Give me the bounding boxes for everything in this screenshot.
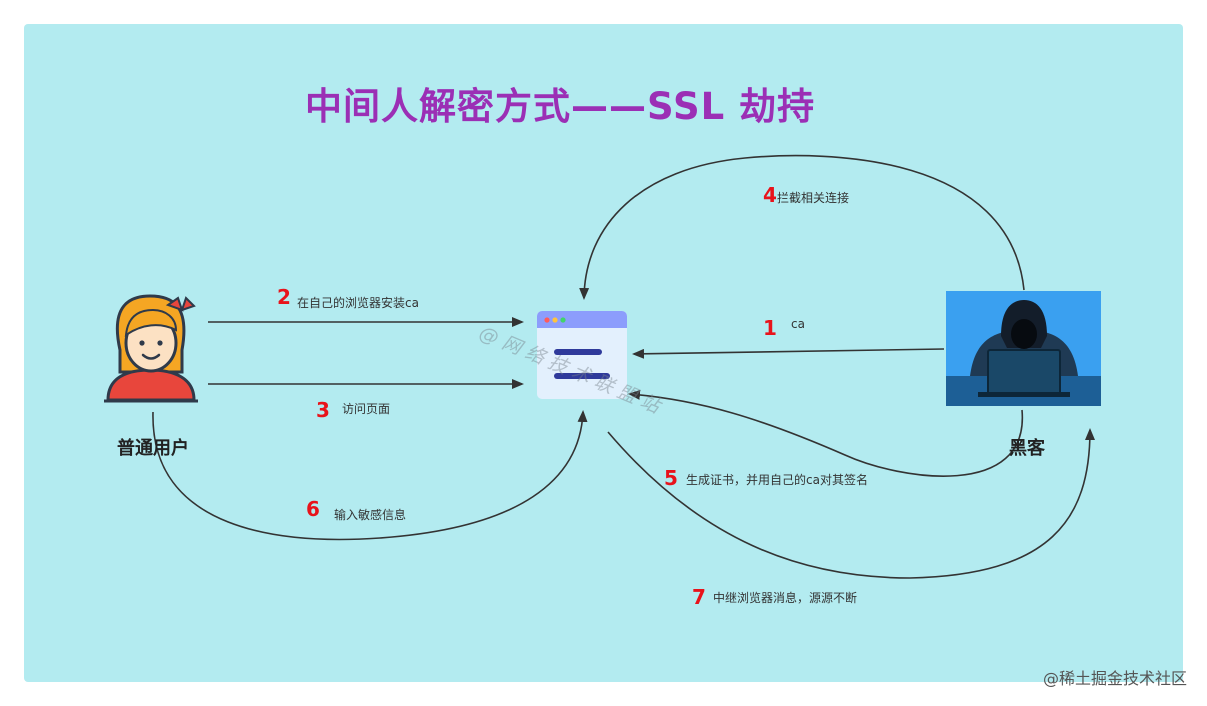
- arrow-step-6: [152, 410, 588, 541]
- step-2-number: 2: [277, 285, 291, 309]
- step-1-label: ca: [791, 317, 805, 331]
- step-4-number: 4: [763, 183, 777, 207]
- hacker-image: [946, 291, 1101, 406]
- arrow-step-1: [632, 348, 945, 359]
- step-6-number: 6: [306, 497, 320, 521]
- footer-watermark: @稀土掘金技术社区: [1042, 669, 1187, 688]
- step-7-number: 7: [692, 585, 706, 609]
- user-label: 普通用户: [117, 438, 189, 459]
- step-4-label: 拦截相关连接: [777, 191, 850, 205]
- step-5-number: 5: [664, 466, 678, 490]
- step-1-number: 1: [763, 316, 777, 340]
- hacker-label: 黑客: [1009, 438, 1045, 459]
- browser-window-icon: [537, 311, 627, 399]
- arrow-step-7: [607, 428, 1095, 579]
- user-avatar-icon: [104, 294, 198, 403]
- step-7-label: 中继浏览器消息，源源不断: [713, 591, 858, 605]
- arrow-step-4: [579, 154, 1025, 300]
- arrow-step-5: [628, 389, 1023, 477]
- step-6-label: 输入敏感信息: [334, 508, 407, 522]
- step-5-label: 生成证书，并用自己的ca对其签名: [686, 473, 868, 487]
- step-3-number: 3: [316, 398, 330, 422]
- step-3-label: 访问页面: [342, 402, 391, 416]
- diagram-title: 中间人解密方式——SSL 劫持: [305, 85, 816, 128]
- step-2-label: 在自己的浏览器安装ca: [297, 296, 419, 310]
